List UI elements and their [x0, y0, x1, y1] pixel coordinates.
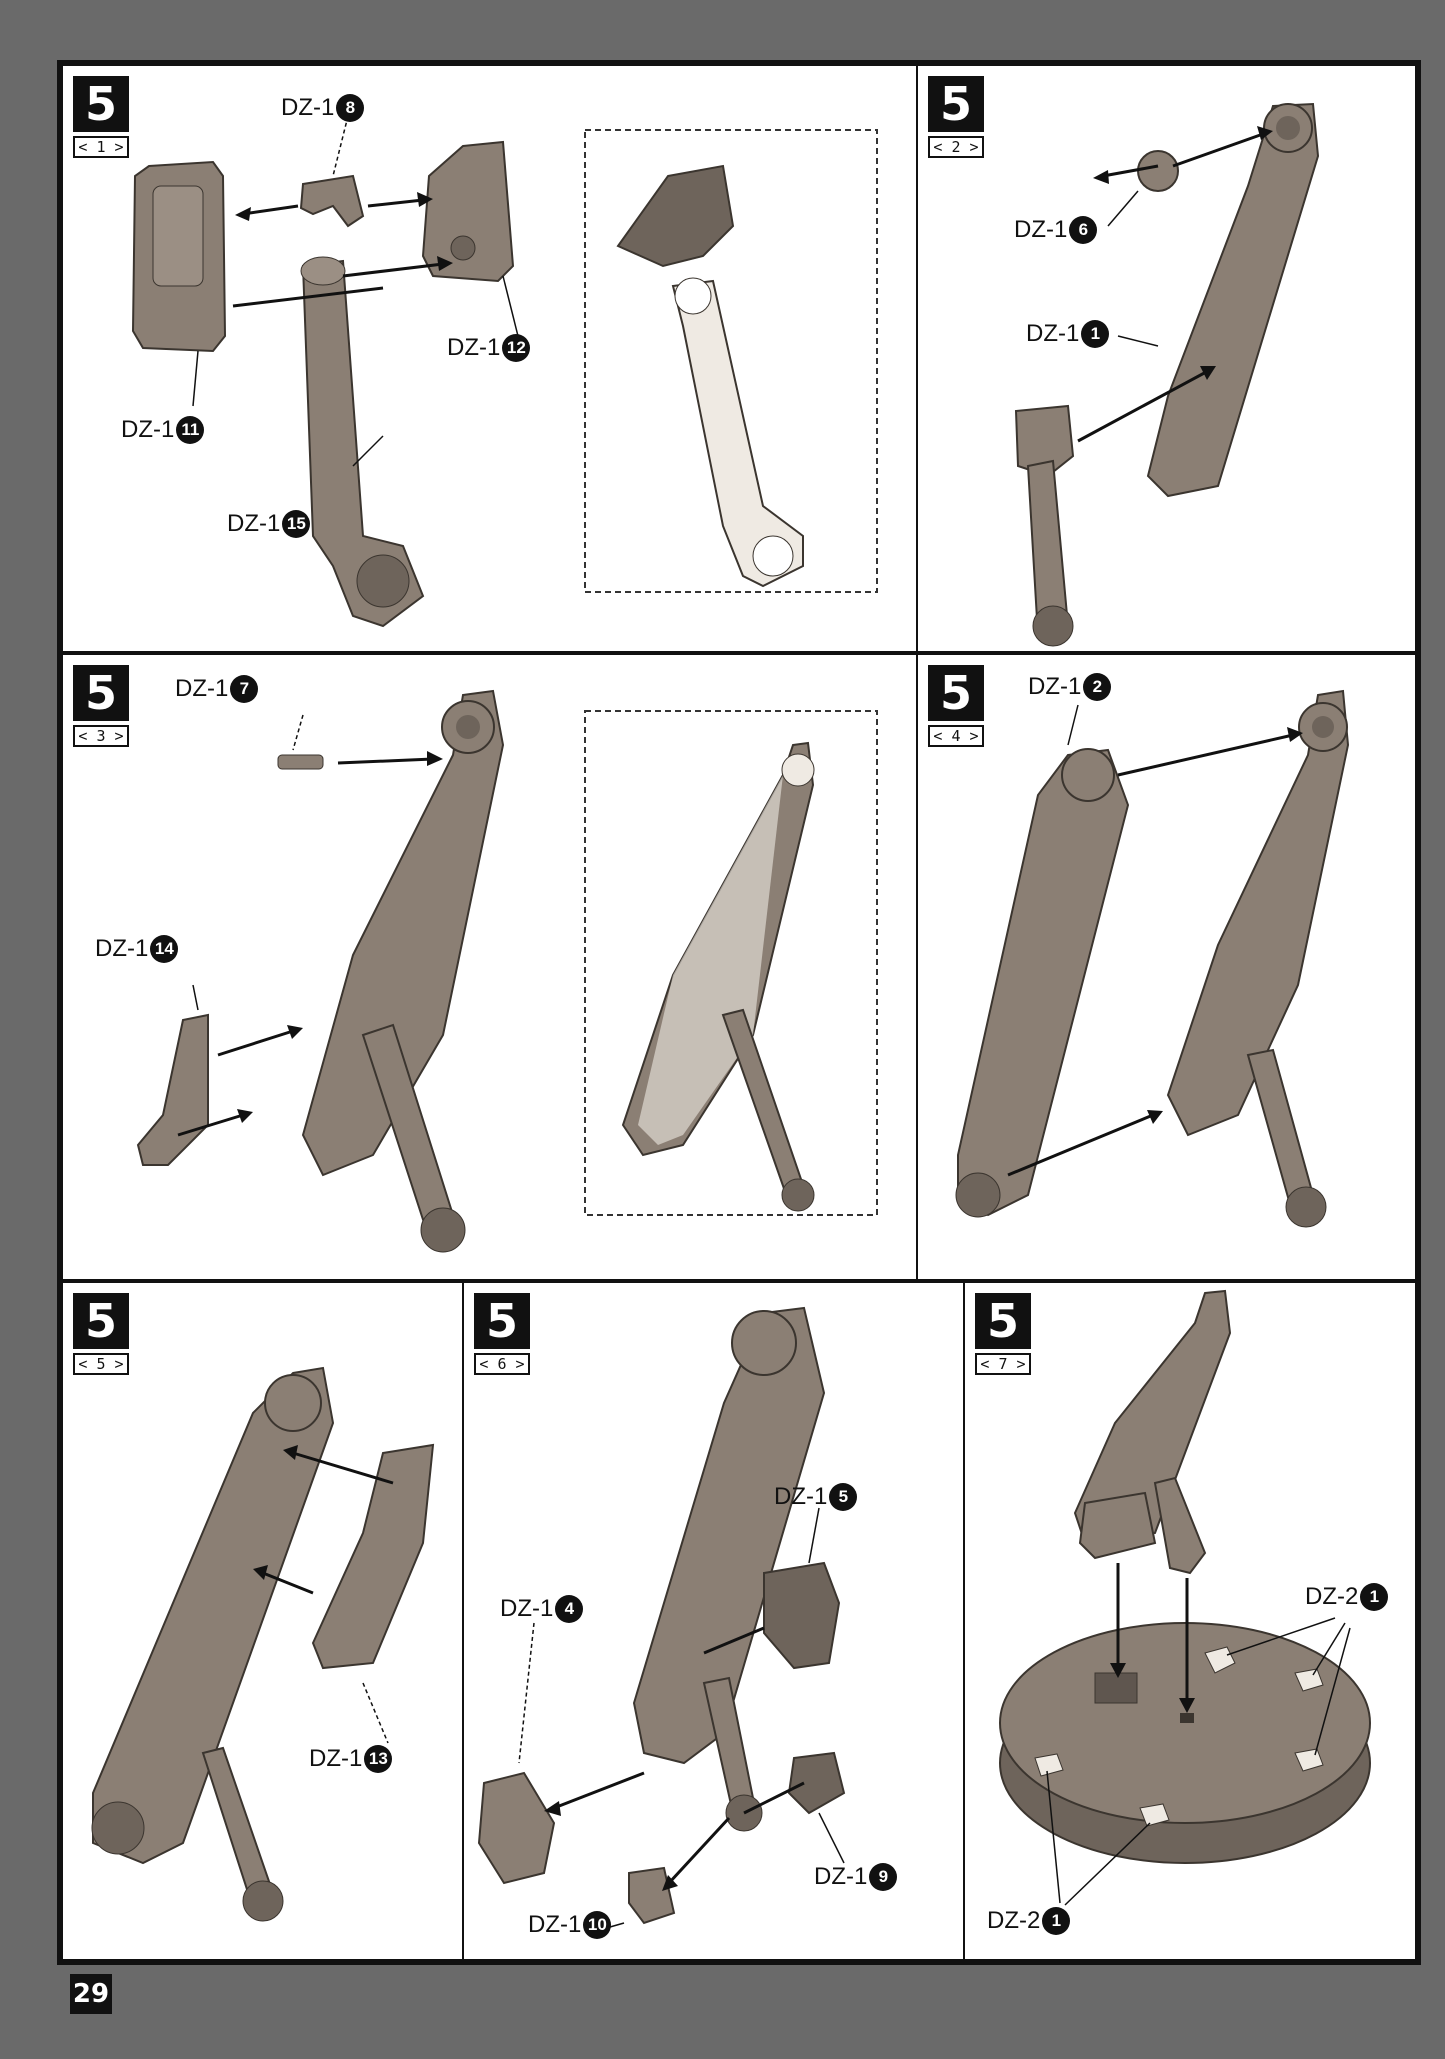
step-number: 5: [73, 665, 129, 721]
step-number: 5: [73, 1293, 129, 1349]
panel-step-5-1: 5 < 1 >: [63, 66, 916, 651]
substep-label: < 5 >: [73, 1353, 129, 1375]
step-number: 5: [928, 665, 984, 721]
divider: [63, 651, 1415, 655]
parts-illustration: [999, 1289, 1371, 1906]
divider: [963, 1281, 965, 1959]
instruction-sheet: 5 < 1 >: [57, 60, 1421, 1965]
step-number: 5: [474, 1293, 530, 1349]
parts-illustration: [136, 689, 878, 1253]
step-number: 5: [975, 1293, 1031, 1349]
substep-label: < 7 >: [975, 1353, 1031, 1375]
substep-label: < 1 >: [73, 136, 129, 158]
substep-label: < 3 >: [73, 725, 129, 747]
substep-label: < 6 >: [474, 1353, 530, 1375]
step-number: 5: [73, 76, 129, 132]
parts-illustration: [91, 1366, 435, 1922]
parts-illustration: [955, 689, 1350, 1228]
parts-illustration: [1014, 102, 1320, 647]
substep-label: < 2 >: [928, 136, 984, 158]
parts-illustration: [131, 115, 878, 628]
step-number: 5: [928, 76, 984, 132]
divider: [916, 66, 918, 1281]
page-number: 29: [70, 1974, 112, 2014]
divider: [63, 1279, 1415, 1283]
parts-illustration: [477, 1306, 846, 1934]
substep-label: < 4 >: [928, 725, 984, 747]
divider: [462, 1281, 464, 1959]
